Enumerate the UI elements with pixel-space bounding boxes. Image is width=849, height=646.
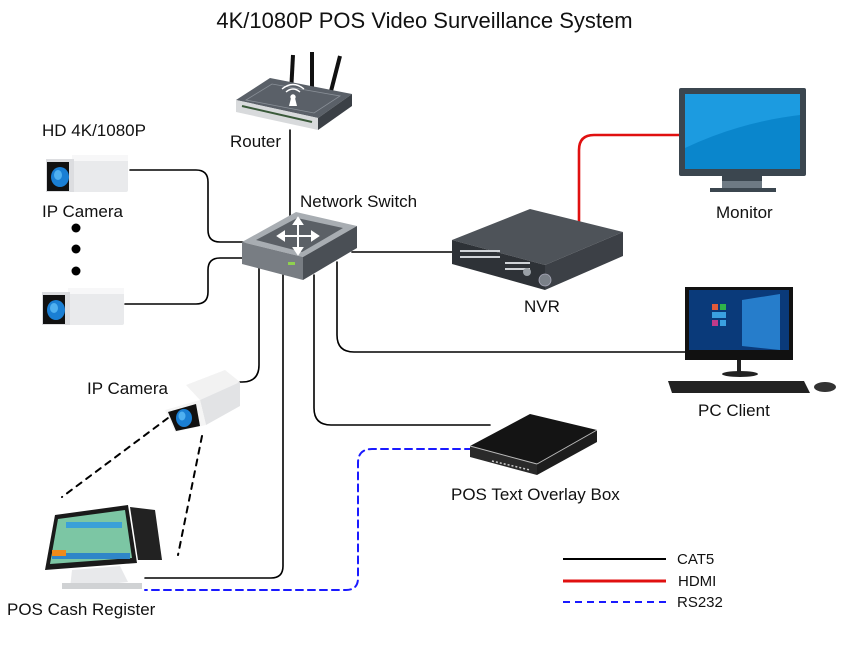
wifi-icon <box>281 83 305 106</box>
ip-camera-top-label-line2: IP Camera <box>42 202 123 221</box>
network-switch-label: Network Switch <box>300 192 418 211</box>
nvr-device[interactable] <box>452 209 623 290</box>
pc-client-device[interactable] <box>668 287 836 393</box>
monitor-device[interactable] <box>679 88 806 192</box>
legend-label-cat5: CAT5 <box>677 551 715 568</box>
ip-camera-top-device[interactable] <box>46 155 128 192</box>
ip-camera-second-device[interactable] <box>42 288 124 325</box>
more-cameras-ellipsis <box>71 223 81 276</box>
pos-register-label: POS Cash Register <box>7 600 156 619</box>
monitor-label: Monitor <box>716 203 773 222</box>
ip-camera-top-label-line1: HD 4K/1080P <box>42 121 146 140</box>
ip-camera-pos-label: IP Camera <box>87 379 168 398</box>
overlay-box-device[interactable] <box>469 414 598 475</box>
overlay-box-label: POS Text Overlay Box <box>451 485 620 504</box>
cable-cat5-switch-poscamera <box>237 267 260 383</box>
router-device[interactable] <box>236 52 352 130</box>
cable-cat5-switch-pos <box>144 274 284 579</box>
legend-label-rs232: RS232 <box>677 594 723 611</box>
camera-view-line-right <box>177 435 203 556</box>
legend <box>563 558 666 603</box>
cable-cat5-camera2-switch <box>124 257 246 305</box>
cable-cat5-switch-pc <box>336 261 686 353</box>
cable-cat5-camera1-switch <box>129 169 246 243</box>
cable-hdmi-nvr-monitor <box>577 133 684 227</box>
pos-register-device[interactable] <box>45 505 162 589</box>
legend-label-hdmi: HDMI <box>678 573 717 590</box>
cable-rs232-overlay-pos <box>144 448 473 591</box>
router-label: Router <box>230 132 282 151</box>
cable-cat5-switch-overlay <box>313 274 491 426</box>
nvr-label: NVR <box>524 297 560 316</box>
diagram-title: 4K/1080P POS Video Surveillance System <box>216 8 633 33</box>
camera-view-line-left <box>61 417 169 498</box>
pc-client-label: PC Client <box>698 401 770 420</box>
connections <box>61 129 686 591</box>
network-switch-device[interactable] <box>242 212 357 280</box>
arrows-icon <box>276 216 320 256</box>
ip-camera-pos-device[interactable] <box>165 370 240 432</box>
